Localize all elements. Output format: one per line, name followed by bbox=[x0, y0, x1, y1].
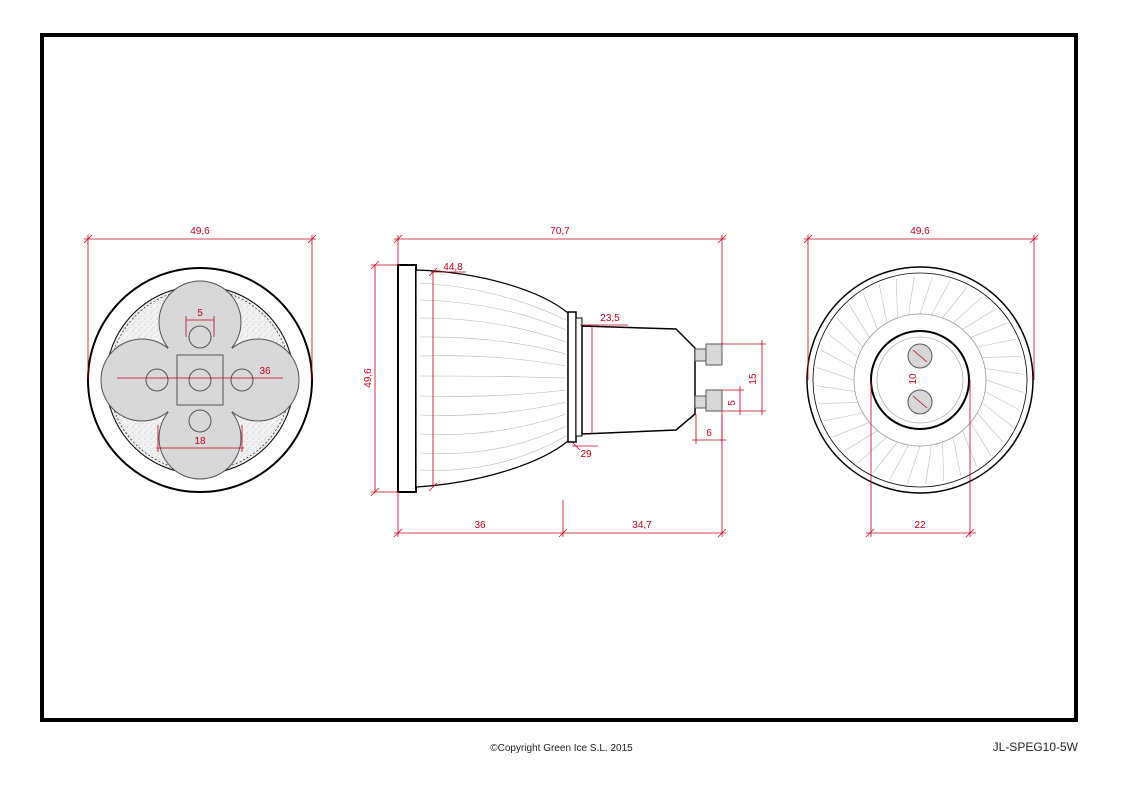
side-fins bbox=[419, 282, 567, 471]
front-view: 49,6 5 36 18 bbox=[83, 226, 317, 493]
front-diameter-label: 49,6 bbox=[190, 226, 210, 237]
side-face-thickness-label: 44,8 bbox=[443, 262, 463, 273]
led-left bbox=[145, 368, 169, 392]
side-pin-length-label: 6 bbox=[706, 428, 712, 439]
side-overall-length-label: 70,7 bbox=[550, 226, 570, 237]
side-pin-diameter-label: 5 bbox=[727, 400, 738, 406]
led-bottom bbox=[188, 409, 212, 433]
rear-fins bbox=[816, 276, 1024, 484]
led-cluster-width-label: 36 bbox=[259, 366, 271, 377]
drawing-frame bbox=[40, 33, 1078, 722]
led-diameter-label: 5 bbox=[197, 308, 203, 319]
rear-pin-spacing-label: 10 bbox=[908, 373, 919, 385]
model-code: JL-SPEG10-5W bbox=[992, 740, 1078, 754]
side-face-plate bbox=[397, 264, 417, 493]
side-pin-spacing-label: 15 bbox=[748, 373, 759, 385]
side-view: 70,7 44,8 49,6 23,5 29 15 5 6 36 34,7 bbox=[363, 226, 766, 538]
side-neck-base-label: 29 bbox=[580, 449, 592, 460]
side-base-cap bbox=[581, 325, 696, 435]
side-face-diameter-label: 49,6 bbox=[363, 368, 374, 388]
rear-base-diameter-label: 22 bbox=[914, 520, 926, 531]
side-reflector-body bbox=[415, 269, 569, 488]
copyright-text: ©Copyright Green Ice S.L. 2015 bbox=[490, 743, 633, 754]
rear-view: 49,6 10 22 bbox=[803, 226, 1039, 538]
led-spacing-label: 18 bbox=[194, 436, 206, 447]
led-center bbox=[188, 368, 212, 392]
side-base-length-label: 34,7 bbox=[632, 520, 652, 531]
side-neck-ring bbox=[567, 311, 577, 443]
side-neck-diameter-label: 23,5 bbox=[600, 313, 620, 324]
led-right bbox=[230, 368, 254, 392]
led-top bbox=[188, 325, 212, 349]
side-pins bbox=[694, 343, 723, 412]
rear-diameter-label: 49,6 bbox=[910, 226, 930, 237]
side-body-length-label: 36 bbox=[474, 520, 486, 531]
